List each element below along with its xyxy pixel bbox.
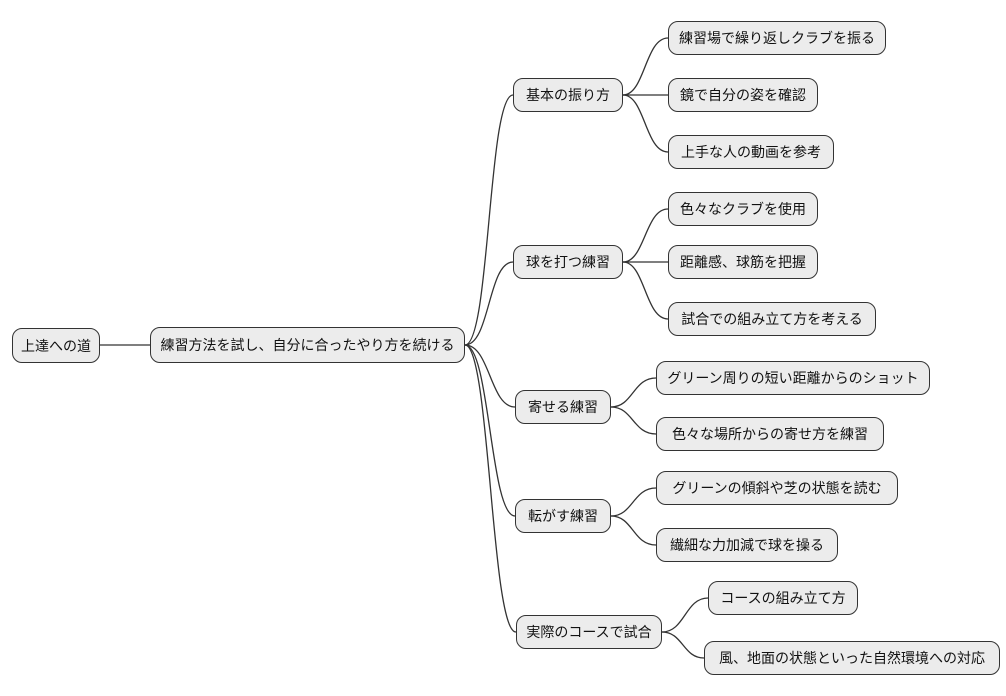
connector-line bbox=[464, 261, 514, 346]
node-root: 上達への道 bbox=[12, 328, 100, 363]
connector-line bbox=[464, 344, 516, 517]
node-leaf-repeat-swings: 練習場で繰り返しクラブを振る bbox=[668, 21, 886, 55]
connector-line bbox=[610, 487, 657, 517]
connector-line bbox=[661, 597, 709, 633]
node-branch-hitting-practice: 球を打つ練習 bbox=[513, 245, 623, 279]
node-branch-approach-practice: 寄せる練習 bbox=[515, 390, 611, 424]
node-leaf-check-mirror: 鏡で自分の姿を確認 bbox=[668, 78, 818, 112]
connector-line bbox=[610, 406, 657, 435]
connector-line bbox=[610, 377, 657, 408]
node-branch-rolling-practice: 転がす練習 bbox=[515, 499, 611, 533]
node-leaf-natural-conditions: 風、地面の状態といった自然環境への対応 bbox=[704, 641, 1000, 675]
connector-line bbox=[622, 37, 669, 96]
connector-line bbox=[464, 344, 517, 633]
node-main-topic: 練習方法を試し、自分に合ったやり方を続ける bbox=[150, 327, 465, 363]
node-leaf-distance-feel: 距離感、球筋を把握 bbox=[668, 245, 818, 279]
connector-line bbox=[610, 515, 657, 546]
connector-line bbox=[464, 344, 516, 408]
node-leaf-various-clubs: 色々なクラブを使用 bbox=[668, 192, 818, 226]
connector-line bbox=[622, 94, 669, 153]
node-leaf-touch-control: 繊細な力加減で球を操る bbox=[656, 528, 838, 562]
connector-line bbox=[622, 208, 669, 263]
connector-line bbox=[464, 94, 514, 346]
connector-line bbox=[661, 631, 705, 659]
connector-line bbox=[622, 261, 669, 320]
node-leaf-game-planning: 試合での組み立て方を考える bbox=[668, 302, 876, 336]
node-leaf-course-management: コースの組み立て方 bbox=[708, 581, 858, 615]
node-branch-actual-course: 実際のコースで試合 bbox=[516, 615, 662, 649]
node-leaf-various-lies: 色々な場所からの寄せ方を練習 bbox=[656, 417, 884, 451]
node-leaf-read-green: グリーンの傾斜や芝の状態を読む bbox=[656, 471, 898, 505]
node-branch-basic-swing: 基本の振り方 bbox=[513, 78, 623, 112]
node-leaf-watch-videos: 上手な人の動画を参考 bbox=[668, 135, 834, 169]
node-leaf-short-shots: グリーン周りの短い距離からのショット bbox=[656, 361, 930, 395]
